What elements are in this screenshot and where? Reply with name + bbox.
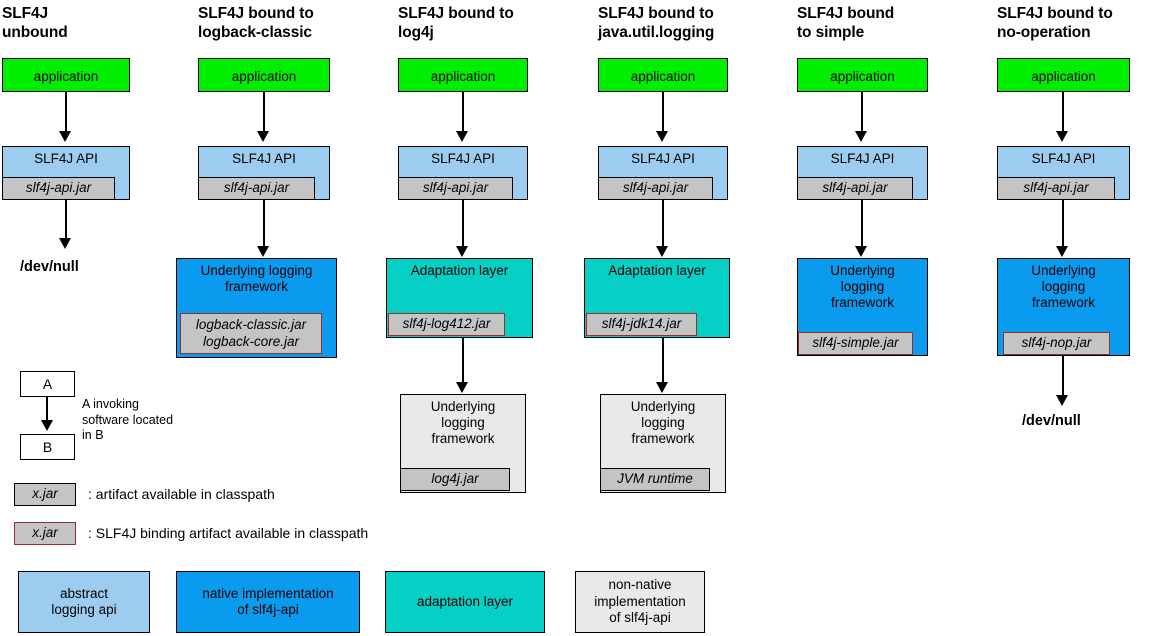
legend-swatch-label: adaptation layer <box>416 593 514 609</box>
arrow-line-api-to-devnull <box>65 200 67 240</box>
slf4j-api-label: SLF4J API <box>232 151 296 166</box>
slf4j-api-label: SLF4J API <box>34 151 98 166</box>
legend-arrow-head <box>41 420 53 431</box>
column-no-operation: SLF4J bound to no-operation application … <box>997 0 1152 636</box>
legend-node-a-box: A <box>20 371 75 397</box>
legend-swatch-label: abstract logging api <box>51 585 117 618</box>
legend-swatch-label: non-native implementation of slf4j-api <box>594 577 686 626</box>
legend-swatch-non-native-impl: non-native implementation of slf4j-api <box>575 571 705 633</box>
arrow-head-app-to-api <box>59 131 71 142</box>
arrow-line-app-to-api <box>263 92 265 133</box>
application-label: application <box>231 69 297 84</box>
application-label: application <box>430 69 496 84</box>
arrow-head-api-to-adaptation <box>456 246 468 257</box>
arrow-head-app-to-api <box>1056 131 1068 142</box>
legend-binding-jar-chip: x.jar <box>14 522 76 545</box>
legend-swatch-abstract-api: abstract logging api <box>18 571 150 633</box>
column-title: SLF4J bound to java.util.logging <box>598 5 715 41</box>
adaptation-jar-chip: slf4j-log412.jar <box>388 313 505 336</box>
arrow-head-adaptation-to-framework <box>656 382 668 393</box>
framework-jar-chip: slf4j-nop.jar <box>1003 332 1110 355</box>
arrow-line-api-to-framework <box>861 200 863 248</box>
legend-swatch-adaptation-layer: adaptation layer <box>385 571 545 633</box>
underlying-framework-label: Underlying logging framework <box>630 399 696 446</box>
slf4j-api-label: SLF4J API <box>631 151 695 166</box>
slf4j-api-jar-chip: slf4j-api.jar <box>198 177 315 200</box>
legend-jar-note: : artifact available in classpath <box>88 486 275 502</box>
arrow-line-api-to-adaptation <box>662 200 664 248</box>
column-slf4j-unbound: SLF4J unbound application SLF4J API slf4… <box>2 0 202 636</box>
application-box[interactable]: application <box>398 58 528 92</box>
legend-node-b-box: B <box>20 434 75 460</box>
arrow-head-adaptation-to-framework <box>456 382 468 393</box>
column-java-util-logging: SLF4J bound to java.util.logging applica… <box>584 0 798 636</box>
arrow-line-framework-to-devnull <box>1062 356 1064 397</box>
slf4j-api-label: SLF4J API <box>830 151 895 166</box>
column-title: SLF4J bound to log4j <box>398 5 514 41</box>
legend-swatch-native-impl: native implementation of slf4j-api <box>176 571 360 633</box>
application-box[interactable]: application <box>2 58 130 92</box>
arrow-head-framework-to-devnull <box>1056 395 1068 406</box>
arrow-line-app-to-api <box>65 92 67 133</box>
logback-jar-chip: logback-classic.jar logback-core.jar <box>180 313 322 354</box>
column-log4j: SLF4J bound to log4j application SLF4J A… <box>386 0 598 636</box>
framework-jar-chip: JVM runtime <box>600 468 710 491</box>
application-label: application <box>630 69 696 84</box>
framework-jar-chip: slf4j-simple.jar <box>798 332 913 355</box>
arrow-head-api-to-devnull <box>59 238 71 249</box>
adaptation-layer-label: Adaptation layer <box>410 263 509 278</box>
framework-jar-chip: log4j.jar <box>400 468 510 491</box>
slf4j-api-jar-chip: slf4j-api.jar <box>797 177 913 200</box>
underlying-framework-label: Underlying logging framework <box>430 399 496 446</box>
legend-swatch-label: native implementation of slf4j-api <box>202 585 334 618</box>
slf4j-api-label: SLF4J API <box>431 151 495 166</box>
arrow-head-api-to-framework <box>1056 246 1068 257</box>
devnull-label: /dev/null <box>20 259 79 275</box>
arrow-head-app-to-api <box>656 131 668 142</box>
column-title: SLF4J bound to no-operation <box>997 5 1113 41</box>
arrow-head-app-to-api <box>456 131 468 142</box>
adaptation-layer-label: Adaptation layer <box>608 263 706 278</box>
slf4j-api-jar-chip: slf4j-api.jar <box>2 177 115 200</box>
underlying-framework-label: Underlying logging framework <box>1031 263 1096 310</box>
column-logback-classic: SLF4J bound to logback-classic applicati… <box>176 0 398 636</box>
arrow-head-app-to-api <box>257 131 269 142</box>
adaptation-jar-chip: slf4j-jdk14.jar <box>586 313 697 336</box>
slf4j-api-label: SLF4J API <box>1031 151 1096 166</box>
devnull-label: /dev/null <box>1022 413 1081 429</box>
arrow-head-api-to-adaptation <box>656 246 668 257</box>
legend-invocation-text: A invoking software located in B <box>82 397 174 442</box>
underlying-framework-label: Underlying logging framework <box>200 263 313 294</box>
application-box[interactable]: application <box>598 58 728 92</box>
arrow-head-api-to-framework <box>855 246 867 257</box>
arrow-line-app-to-api <box>462 92 464 133</box>
arrow-line-app-to-api <box>861 92 863 133</box>
arrow-head-app-to-api <box>855 131 867 142</box>
legend-binding-jar-note: : SLF4J binding artifact available in cl… <box>88 525 369 541</box>
arrow-line-app-to-api <box>662 92 664 133</box>
legend-jar-chip: x.jar <box>14 483 76 506</box>
legend-arrow-line <box>46 397 48 427</box>
arrow-head-api-to-framework <box>257 246 269 257</box>
slf4j-api-jar-chip: slf4j-api.jar <box>997 177 1115 200</box>
column-title: SLF4J unbound <box>2 5 68 41</box>
arrow-line-api-to-framework <box>1062 200 1064 248</box>
arrow-line-adaptation-to-framework <box>662 338 664 384</box>
arrow-line-app-to-api <box>1062 92 1064 133</box>
underlying-framework-label: Underlying logging framework <box>830 263 895 310</box>
application-label: application <box>1031 69 1096 84</box>
application-box[interactable]: application <box>797 58 928 92</box>
slf4j-api-jar-chip: slf4j-api.jar <box>398 177 513 200</box>
arrow-line-api-to-framework <box>263 200 265 248</box>
column-simple: SLF4J bound to simple application SLF4J … <box>797 0 997 636</box>
slf4j-api-jar-chip: slf4j-api.jar <box>598 177 713 200</box>
column-title: SLF4J bound to logback-classic <box>198 5 314 41</box>
application-box[interactable]: application <box>198 58 330 92</box>
arrow-line-api-to-adaptation <box>462 200 464 248</box>
arrow-line-adaptation-to-framework <box>462 338 464 384</box>
column-title: SLF4J bound to simple <box>797 5 895 41</box>
application-label: application <box>830 69 895 84</box>
application-box[interactable]: application <box>997 58 1130 92</box>
application-label: application <box>33 69 99 84</box>
